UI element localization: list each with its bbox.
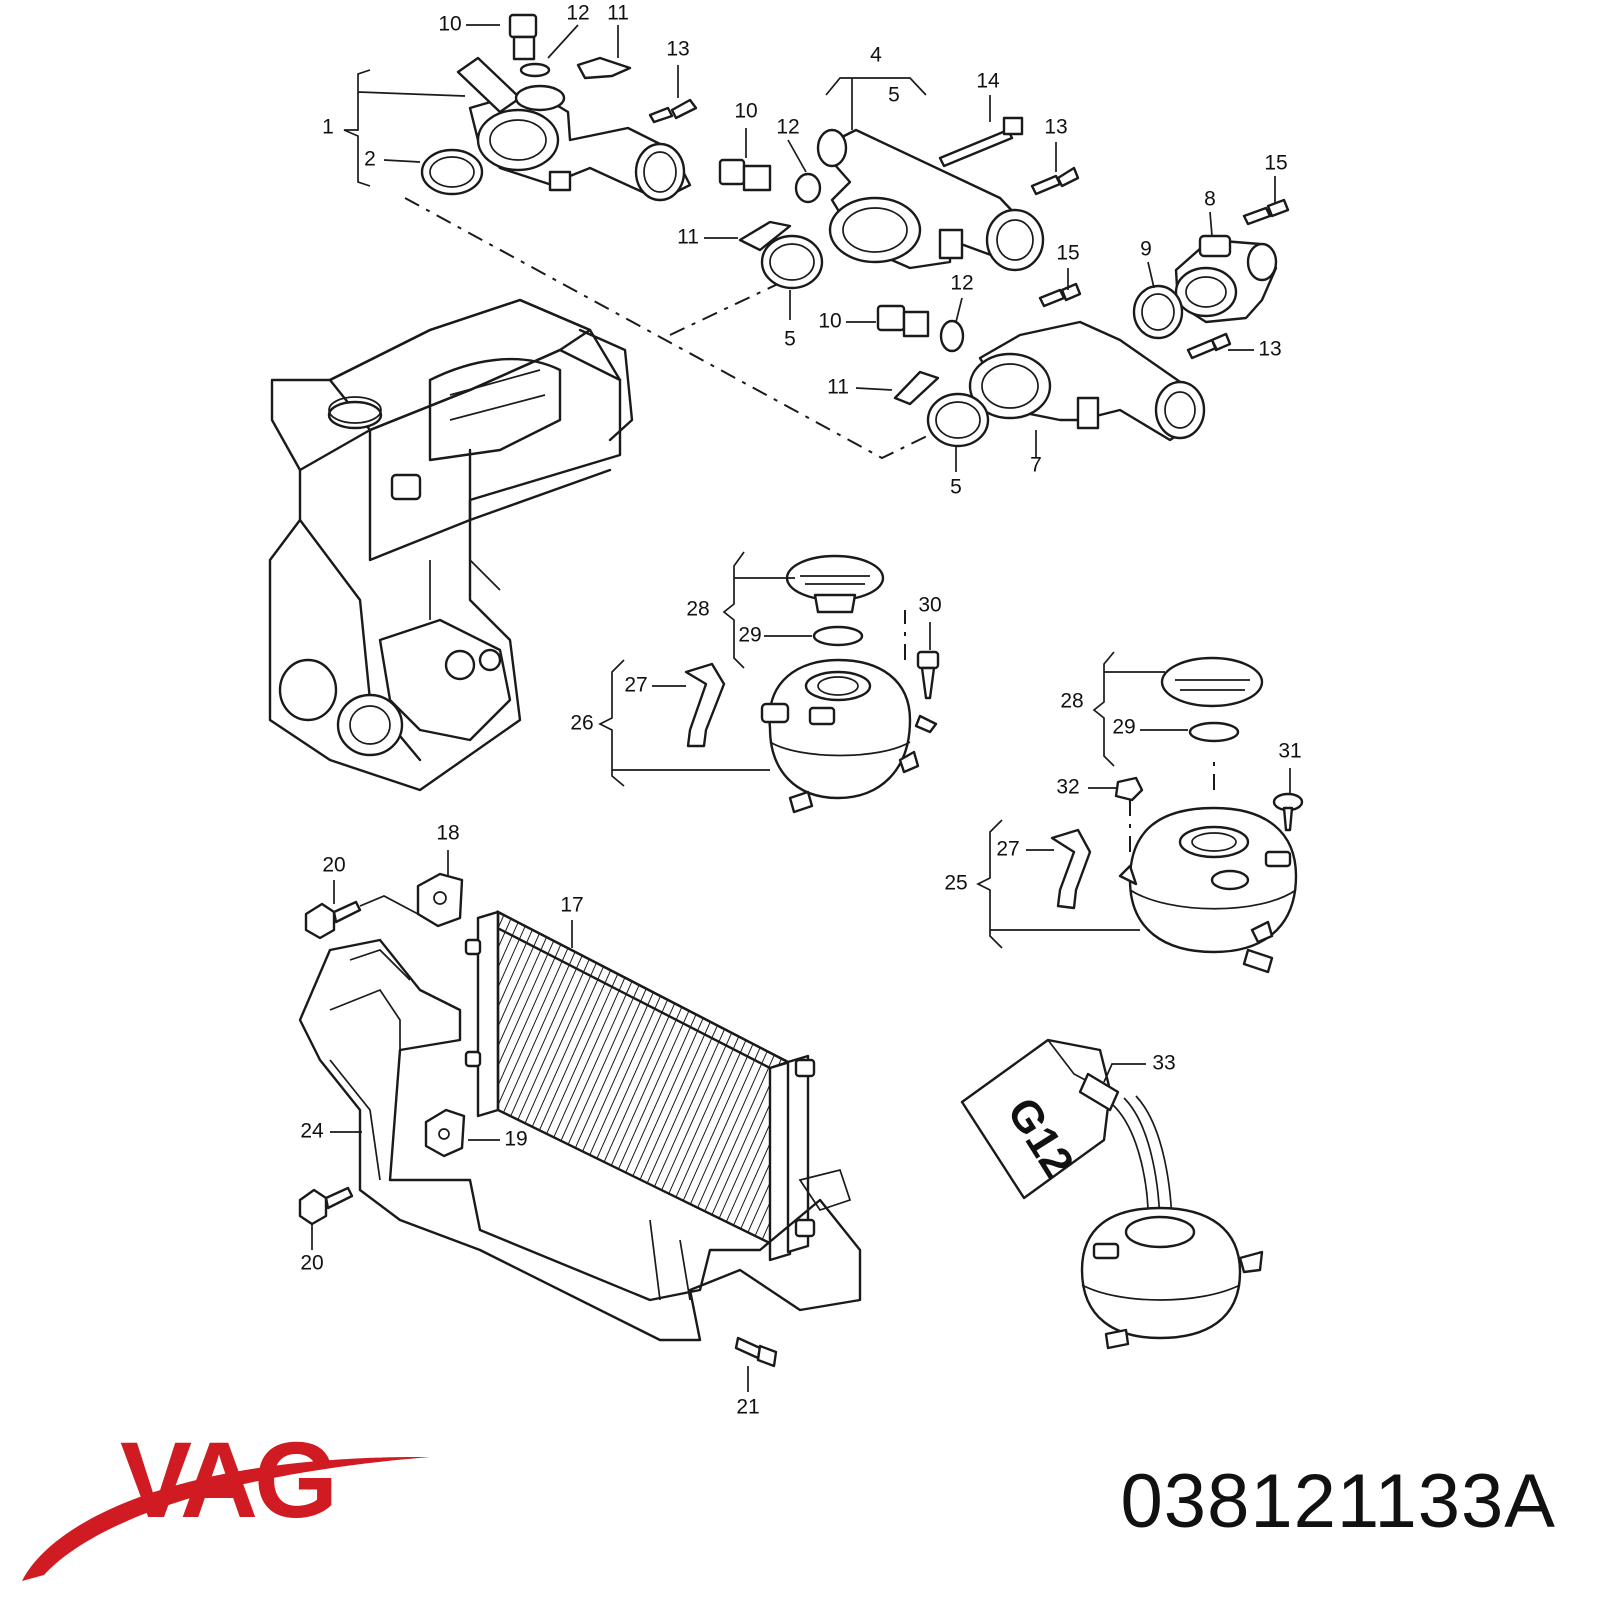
callout-12: 12	[566, 2, 589, 25]
callout-25: 25	[944, 872, 967, 895]
expansion-tank-filled	[1080, 1206, 1264, 1350]
callout-15: 15	[1264, 152, 1287, 175]
callout-33: 33	[1152, 1052, 1175, 1075]
o-ring-12c	[939, 319, 965, 353]
callout-32: 32	[1056, 776, 1079, 799]
nut-32	[1114, 776, 1144, 802]
seal-29b	[1188, 721, 1240, 743]
filler-cap-28a	[785, 554, 885, 602]
callout-4: 4	[870, 44, 882, 67]
radiator-17	[464, 910, 816, 1262]
bolt-14	[938, 128, 1014, 168]
temp-sensor-10b	[718, 158, 772, 192]
callout-10: 10	[734, 100, 757, 123]
callout-12: 12	[776, 116, 799, 139]
callout-13: 13	[666, 38, 689, 61]
hose-clip-27b	[1050, 828, 1092, 910]
o-ring-12a	[519, 62, 551, 78]
callout-labels: 10 12 11 13 1 2 4 5 14 10 12 13 15 8 11 …	[300, 2, 1301, 1419]
leader-lines	[311, 24, 1291, 1392]
bolt-20a	[304, 900, 362, 940]
callout-21: 21	[736, 1396, 759, 1419]
mount-18	[416, 872, 464, 928]
callout-8: 8	[1204, 188, 1216, 211]
mount-19	[424, 1108, 466, 1158]
screw-30	[916, 650, 940, 700]
bolt-15a	[1242, 198, 1290, 226]
callout-1: 1	[322, 116, 334, 139]
coolant-flange-4	[816, 128, 1045, 272]
callout-24: 24	[300, 1120, 324, 1143]
bolt-14-head	[1002, 116, 1024, 136]
clip-11a	[576, 56, 632, 80]
callout-26: 26	[570, 712, 593, 735]
callout-17: 17	[560, 894, 583, 917]
callout-10: 10	[438, 13, 461, 36]
callout-18: 18	[436, 822, 459, 845]
seal-29a	[812, 625, 864, 647]
hose-clip-27a	[684, 662, 726, 748]
callout-5: 5	[784, 328, 796, 351]
callout-30: 30	[918, 594, 941, 617]
radiator-frame-24	[298, 938, 862, 1342]
bolt-20b	[298, 1186, 354, 1226]
callout-12: 12	[950, 272, 973, 295]
expansion-tank-25	[1118, 656, 1298, 974]
callout-19: 19	[504, 1128, 527, 1151]
coolant-housing-8	[1174, 234, 1278, 324]
callout-5: 5	[888, 84, 900, 107]
filler-cap-28b	[1160, 656, 1264, 708]
clip-11b	[738, 220, 792, 252]
expansion-tank-26	[760, 554, 938, 814]
temp-sensor-10c	[876, 304, 930, 338]
screw-31	[1272, 792, 1304, 832]
drain-plug-21	[734, 1336, 778, 1368]
callout-29: 29	[1112, 716, 1135, 739]
logo-swoosh	[22, 1456, 430, 1581]
callout-9: 9	[1140, 238, 1152, 261]
callout-14: 14	[976, 70, 1000, 93]
callout-10: 10	[818, 310, 841, 333]
callout-13: 13	[1044, 116, 1067, 139]
callout-20: 20	[300, 1252, 323, 1275]
coolant-can-33: G12	[960, 1038, 1120, 1200]
callout-29: 29	[738, 624, 761, 647]
callout-27: 27	[996, 838, 1019, 861]
callout-13: 13	[1258, 338, 1281, 361]
callout-11: 11	[607, 2, 629, 25]
callout-7: 7	[1030, 454, 1042, 477]
callout-31: 31	[1278, 740, 1301, 763]
callout-28: 28	[686, 598, 709, 621]
callout-11: 11	[827, 376, 849, 399]
bolt-13b	[1030, 166, 1080, 196]
part-number: 038121133A	[1120, 1459, 1556, 1544]
logo-text: VAG	[120, 1419, 334, 1540]
vag-logo: VAG	[22, 1419, 430, 1581]
o-ring-12b	[794, 172, 822, 204]
callout-2: 2	[364, 148, 376, 171]
callout-5: 5	[950, 476, 962, 499]
callout-27: 27	[624, 674, 647, 697]
callout-15: 15	[1056, 242, 1079, 265]
temp-sensor-10a	[508, 13, 538, 61]
callout-11: 11	[677, 226, 699, 249]
clip-11c	[893, 370, 940, 406]
callout-20: 20	[322, 854, 345, 877]
bolt-13c	[1186, 332, 1232, 360]
callout-28: 28	[1060, 690, 1083, 713]
coolant-flange-1	[456, 56, 692, 202]
engine-block	[268, 298, 634, 792]
coolant-flange-7	[968, 320, 1206, 442]
bolt-15b	[1038, 282, 1082, 308]
bolt-13a	[648, 98, 698, 124]
